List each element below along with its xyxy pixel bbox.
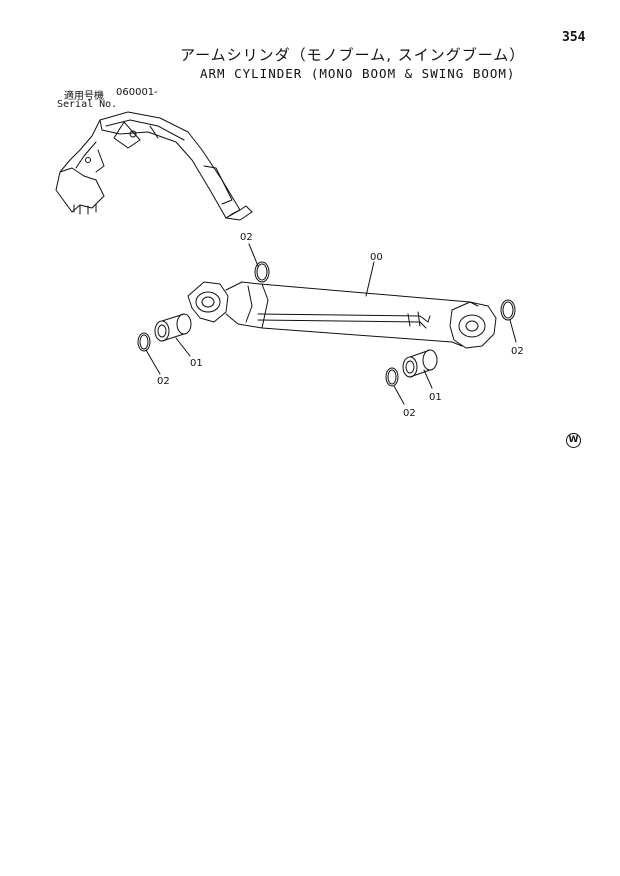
leader-bushing-left (175, 337, 191, 357)
serial-number-value: 060001- (116, 87, 158, 98)
callout-bushing-right: 01 (429, 392, 442, 403)
leader-bushing-right (423, 369, 433, 389)
seal-ring-bottom-right (385, 367, 399, 387)
title-english: ARM CYLINDER (MONO BOOM & SWING BOOM) (200, 66, 516, 81)
bushing-left (154, 313, 192, 342)
seal-ring-top-left (254, 261, 270, 283)
arm-cylinder-assembly (187, 281, 497, 349)
leader-ring-top-left (248, 243, 259, 267)
leader-ring-left (145, 349, 161, 375)
page-number: 354 (562, 30, 586, 45)
region-mark: W (566, 433, 581, 448)
callout-assembly: 00 (370, 252, 383, 263)
title-japanese: アームシリンダ（モノブーム, スイングブーム） (180, 46, 526, 64)
callout-ring-left: 02 (157, 376, 170, 387)
leader-ring-right-end (509, 319, 517, 343)
leader-assembly (365, 261, 375, 297)
callout-ring-top-left: 02 (240, 232, 253, 243)
serial-label-japanese: 適用号機 (64, 91, 104, 102)
seal-ring-right-end (500, 299, 516, 321)
serial-label-english: Serial No. (57, 99, 118, 110)
leader-ring-bottom-right (393, 385, 405, 405)
seal-ring-left (137, 332, 151, 352)
excavator-attachment-thumbnail (55, 111, 253, 221)
callout-bushing-left: 01 (190, 358, 203, 369)
callout-ring-right-end: 02 (511, 346, 524, 357)
callout-ring-bottom-right: 02 (403, 408, 416, 419)
bushing-right (402, 349, 438, 378)
